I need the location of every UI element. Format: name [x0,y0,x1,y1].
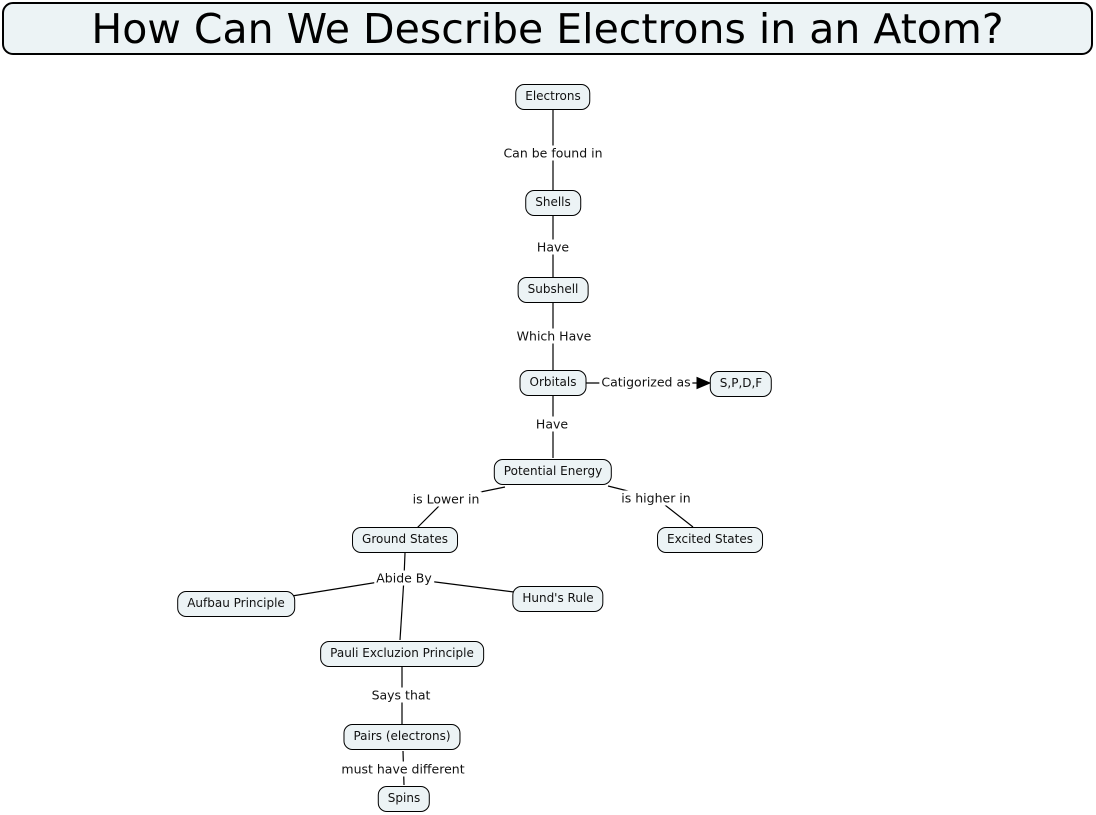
node-pauli-exclusion[interactable]: Pauli Excluzion Principle [320,641,484,667]
node-orbitals[interactable]: Orbitals [519,370,587,396]
node-hunds-rule[interactable]: Hund's Rule [512,586,604,612]
edge-label-is-higher-in[interactable]: is higher in [619,490,693,506]
edge-label-have-1[interactable]: Have [534,239,572,255]
arrowhead [696,376,712,390]
edge-label-must-have-different[interactable]: must have different [339,761,467,777]
edge-label-can-be-found-in[interactable]: Can be found in [501,145,605,161]
node-shells[interactable]: Shells [525,190,581,216]
edge-label-says-that[interactable]: Says that [369,687,433,703]
node-potential-energy[interactable]: Potential Energy [493,459,613,485]
node-ground-states[interactable]: Ground States [352,527,458,553]
node-excited-states[interactable]: Excited States [657,527,763,553]
node-aufbau-principle[interactable]: Aufbau Principle [177,591,295,617]
node-spdf[interactable]: S,P,D,F [709,371,773,397]
node-pairs-electrons[interactable]: Pairs (electrons) [343,724,461,750]
edge-label-have-2[interactable]: Have [533,416,571,432]
edge-label-is-lower-in[interactable]: is Lower in [410,491,482,507]
edge-label-which-have[interactable]: Which Have [514,328,594,344]
edge-label-catigorized-as[interactable]: Catigorized as [599,374,693,390]
node-subshell[interactable]: Subshell [517,277,589,303]
node-spins[interactable]: Spins [377,786,431,812]
edge-label-abide-by[interactable]: Abide By [374,570,434,586]
node-electrons[interactable]: Electrons [515,84,591,110]
title[interactable]: How Can We Describe Electrons in an Atom… [2,2,1093,55]
edge-abide-by-pauli [399,577,405,641]
